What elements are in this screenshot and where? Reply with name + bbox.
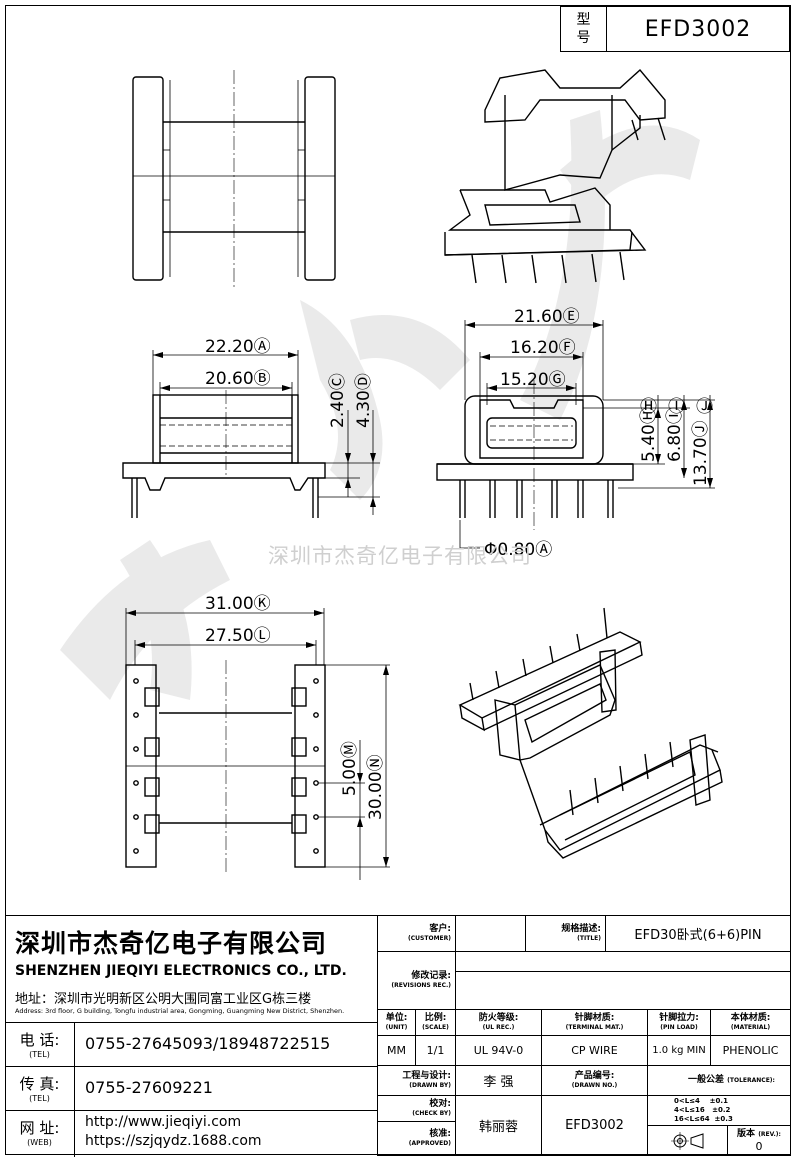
web-link-1[interactable]: http://www.jieqiyi.com — [85, 1114, 242, 1130]
pinload-value: 1.0 kg MIN — [648, 1036, 711, 1066]
dim-H: 5.40Ⓗ — [639, 407, 659, 462]
title-block: 深圳市杰奇亿电子有限公司 SHENZHEN JIEQIYI ELECTRONIC… — [5, 915, 791, 1157]
version-cell: 版本 (REV.): 0 — [728, 1126, 791, 1156]
address-en: Address: 3rd floor, G building, Tongfu i… — [15, 1007, 345, 1015]
web-link-2[interactable]: https://szjqydz.1688.com — [85, 1133, 262, 1149]
dim-A: 22.20Ⓐ — [205, 337, 271, 357]
dim-J: 13.70Ⓙ — [691, 420, 711, 486]
web-row: 网 址: (WEB) http://www.jieqiyi.com https:… — [5, 1110, 377, 1157]
dim-F: 16.20Ⓕ — [510, 338, 576, 358]
spec-grid: 客户: (CUSTOMER) 规格描述: (TITLE) EFD30卧式(6+6… — [378, 916, 791, 1156]
company-info: 深圳市杰奇亿电子有限公司 SHENZHEN JIEQIYI ELECTRONIC… — [5, 916, 378, 1157]
model-label: 型 号 — [561, 7, 607, 51]
model-number: EFD3002 — [644, 16, 752, 42]
dim-E: 21.60Ⓔ — [514, 307, 580, 327]
side-view — [436, 320, 715, 549]
top-view — [132, 70, 336, 290]
drawing-number: EFD3002 — [542, 1096, 648, 1156]
tel-row: 电 话: (TEL) 0755-27645093/18948722515 — [5, 1022, 377, 1067]
dim-N: 30.00Ⓝ — [366, 754, 386, 820]
drawing-sheet — [5, 5, 791, 1155]
tel-number: 0755-27645093/18948722515 — [85, 1034, 331, 1053]
drawn-by: 李 强 — [456, 1066, 542, 1096]
material-value: PHENOLIC — [711, 1036, 791, 1066]
tolerance-table: 0<L≤4 ±0.1 4<L≤16 ±0.2 16<L≤64 ±0.3 — [648, 1096, 791, 1126]
dim-B: 20.60Ⓑ — [205, 369, 271, 389]
dim-J-circle: Ⓙ — [696, 397, 713, 417]
company-name-cn: 深圳市杰奇亿电子有限公司 — [15, 929, 328, 958]
dim-L: 27.50Ⓛ — [205, 626, 271, 646]
watermark-text: 深圳市杰奇亿电子有限公司 — [268, 544, 532, 568]
bottom-view — [125, 608, 390, 880]
unit-value: MM — [378, 1036, 416, 1066]
dim-I-circle: Ⓘ — [668, 397, 685, 417]
front-view — [122, 350, 380, 518]
terminal-value: CP WIRE — [542, 1036, 648, 1066]
dim-M: 5.00Ⓜ — [340, 741, 360, 796]
dim-C: 2.40Ⓒ — [328, 373, 348, 428]
dim-K: 31.00Ⓚ — [205, 594, 271, 614]
third-angle-projection-icon — [670, 1131, 703, 1150]
dim-H-circle: Ⓗ — [640, 397, 657, 417]
address-cn: 地址：深圳市光明新区公明大围同富工业区G栋三楼 — [15, 992, 312, 1007]
tolerance-header: 一般公差 (TOLERANCE): — [648, 1066, 791, 1096]
customer-value — [456, 916, 526, 952]
title-value: EFD30卧式(6+6)PIN — [606, 916, 791, 952]
ul-value: UL 94V-0 — [456, 1036, 542, 1066]
dim-pin-diameter: Φ0.80Ⓐ — [484, 540, 552, 560]
scale-value: 1/1 — [416, 1036, 456, 1066]
dim-G: 15.20Ⓖ — [500, 370, 566, 390]
company-name-en: SHENZHEN JIEQIYI ELECTRONICS CO., LTD. — [15, 963, 347, 979]
projection-symbol — [648, 1126, 728, 1156]
dim-I: 6.80Ⓘ — [665, 407, 685, 462]
dim-D: 4.30Ⓓ — [354, 373, 374, 428]
approved-by: 韩丽蓉 — [456, 1096, 542, 1156]
model-title-box: 型 号 EFD3002 — [560, 6, 790, 52]
isometric-view-top — [444, 68, 666, 284]
technical-drawing: 22.20Ⓐ 20.60Ⓑ 2.40Ⓒ 4.30Ⓓ — [60, 68, 723, 880]
fax-number: 0755-27609221 — [85, 1078, 213, 1097]
fax-row: 传 真: (TEL) 0755-27609221 — [5, 1066, 377, 1111]
isometric-view-bottom — [458, 607, 723, 859]
